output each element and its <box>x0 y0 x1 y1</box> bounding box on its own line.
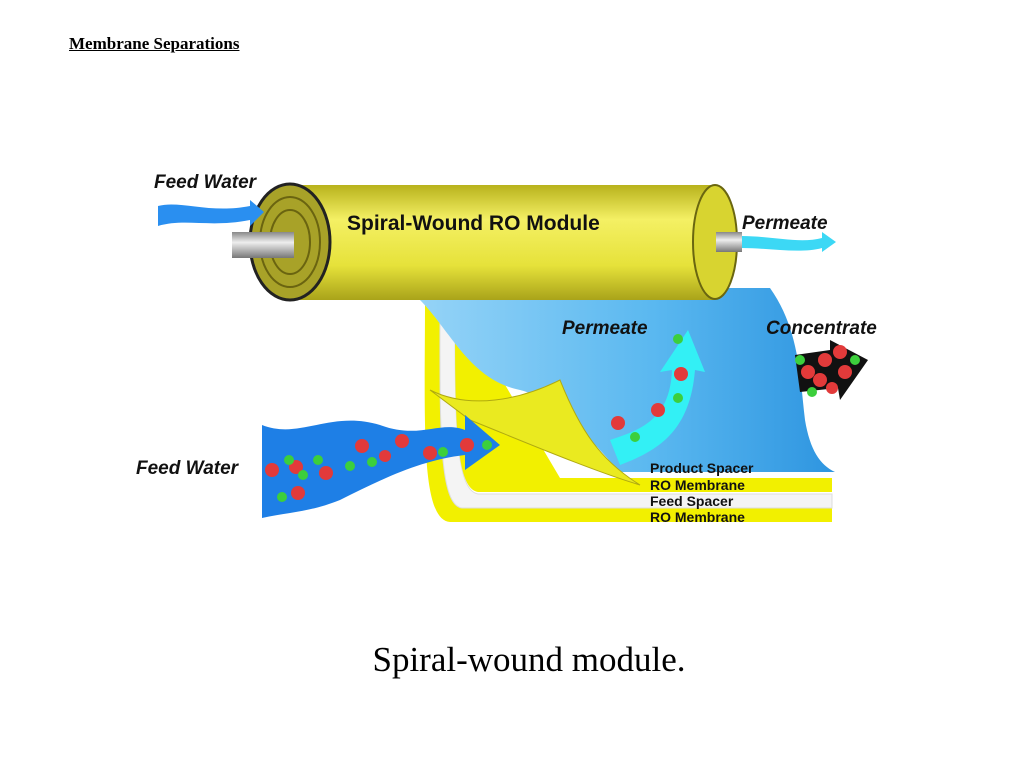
permeate-flow-label: Permeate <box>562 318 648 339</box>
ro-membrane-top <box>455 300 832 492</box>
permeate-flow-arrow <box>610 330 705 465</box>
layer-label-product-spacer: Product Spacer <box>650 460 754 476</box>
layer-label-ro-membrane-2: RO Membrane <box>650 509 745 525</box>
concentrate-label: Concentrate <box>766 318 877 339</box>
slide-title: Membrane Separations <box>69 34 240 53</box>
membrane-layers <box>424 299 833 522</box>
ro-module-cylinder <box>232 182 742 302</box>
membrane-flap <box>429 379 641 486</box>
ions <box>265 334 860 502</box>
feed-water-top-label: Feed Water <box>154 172 258 193</box>
layer-label-ro-membrane-1: RO Membrane <box>650 477 745 493</box>
feed-water-arrow <box>262 415 500 518</box>
permeate-pipe <box>716 232 742 252</box>
concentrate-arrow <box>795 340 868 400</box>
slide-caption: Spiral-wound module. <box>372 640 686 679</box>
permeate-outlet-arrow <box>742 232 836 252</box>
module-label: Spiral-Wound RO Module <box>347 212 600 235</box>
permeate-outlet-label: Permeate <box>742 213 828 234</box>
layer-label-feed-spacer: Feed Spacer <box>650 493 734 509</box>
feed-water-top-arrow <box>158 200 264 226</box>
product-spacer-sheet <box>380 288 835 472</box>
feed-water-bottom-label: Feed Water <box>136 458 240 479</box>
feed-pipe <box>232 232 294 258</box>
